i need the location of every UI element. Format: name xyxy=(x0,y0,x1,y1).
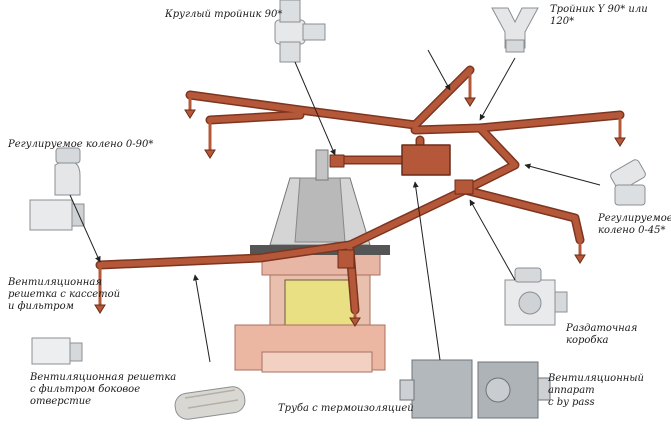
label-grille-side: Вентиляционная решетка с фильтром боково… xyxy=(30,372,177,407)
label-y-tee: Тройник Y 90* или 120* xyxy=(550,4,648,27)
label-grille-cassette: Вентиляционная решетка с кассетой и филь… xyxy=(8,277,121,312)
elbow-90-part xyxy=(29,147,85,231)
label-elbow-45: Регулируемое колено 0-45* xyxy=(598,213,671,236)
chimney-flue xyxy=(315,149,329,181)
duct-network xyxy=(95,65,625,315)
label-insulated-pipe: Труба с термоизоляцией xyxy=(278,403,414,414)
vent-outlet xyxy=(204,120,216,159)
distribution-box-part xyxy=(504,267,568,326)
label-ventilation-unit: Вентиляционный аппарат с by pass xyxy=(548,373,644,408)
vent-outlet xyxy=(94,265,106,314)
y-tee-part xyxy=(491,7,539,53)
firebox-glass xyxy=(284,279,356,329)
ventilation-unit-part xyxy=(399,359,551,419)
side-grille-part xyxy=(31,337,83,365)
vent-outlet xyxy=(464,70,476,107)
round-tee-part xyxy=(274,0,326,63)
vent-outlet xyxy=(614,115,626,147)
vent-outlet xyxy=(349,310,361,327)
vent-outlets xyxy=(94,70,626,327)
elbow-45-part xyxy=(610,159,646,206)
label-elbow-90: Регулируемое колено 0-90* xyxy=(8,139,154,150)
hearth-step xyxy=(261,351,373,373)
label-round-tee: Круглый тройник 90* xyxy=(165,9,283,20)
callout-lines xyxy=(69,49,601,363)
vent-outlet xyxy=(574,240,586,264)
label-distribution-box: Раздаточная коробка xyxy=(566,323,638,346)
vent-outlet xyxy=(184,95,196,119)
insulated-pipe-part xyxy=(174,386,246,420)
central-distribution-box xyxy=(401,144,451,176)
